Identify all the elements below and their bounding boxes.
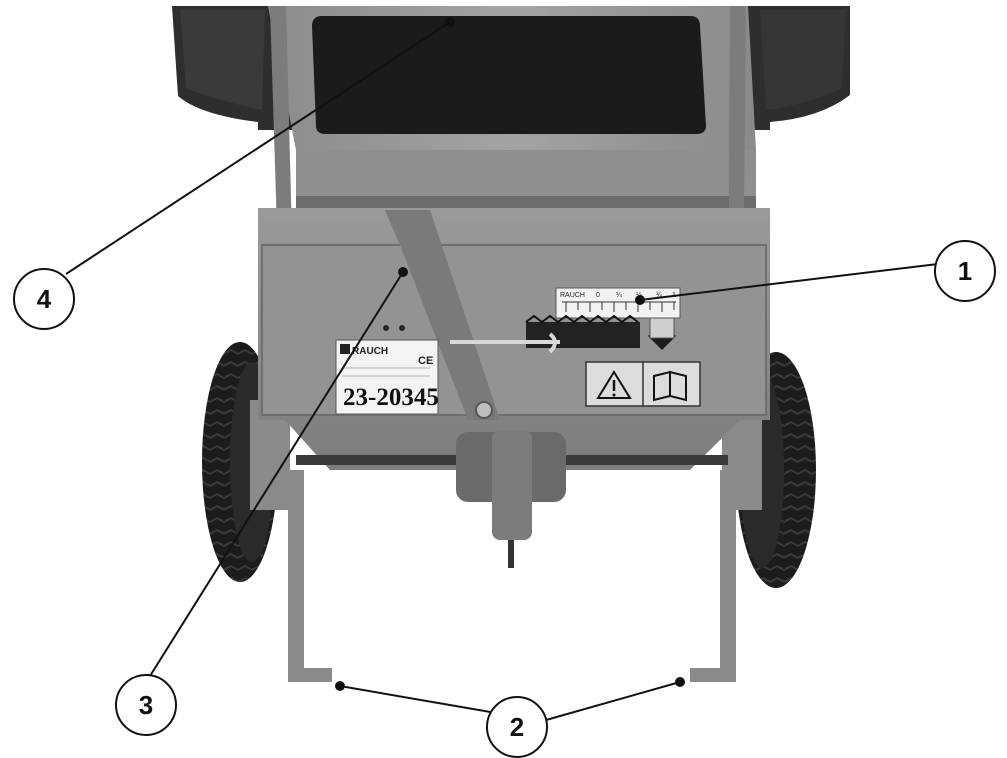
safety-stickers xyxy=(585,361,701,407)
plate-brand-label: RAUCH xyxy=(352,346,388,357)
scale-tick-label: ¼ xyxy=(616,292,622,299)
callout-2: 2 xyxy=(486,696,548,758)
callout-3: 3 xyxy=(115,674,177,736)
serial-number: 23-20345 xyxy=(343,384,439,411)
scale-tick-label: ½ xyxy=(636,291,642,299)
callout-1: 1 xyxy=(934,240,996,302)
callout-label: 2 xyxy=(510,712,524,742)
callout-label: 1 xyxy=(958,256,972,286)
drive-axle xyxy=(296,430,728,568)
support-feet xyxy=(288,470,736,682)
dosing-lever xyxy=(450,314,676,354)
warning-triangle-icon xyxy=(596,370,632,399)
open-book-icon xyxy=(653,370,687,402)
callout-4: 4 xyxy=(13,268,75,330)
callout-label: 3 xyxy=(139,690,153,720)
type-plate: RAUCH CE 23-20345 xyxy=(335,339,439,415)
callout-leaders xyxy=(65,17,939,721)
scale-tick-label: ¾ xyxy=(656,292,662,299)
dosing-scale: RAUCH 0 ¼ ½ ¾ 1 xyxy=(555,287,681,319)
ce-mark: CE xyxy=(418,355,433,367)
scale-tick-label: 0 xyxy=(596,292,600,299)
push-handle-frame xyxy=(268,6,756,208)
callout-label: 4 xyxy=(37,284,52,314)
scale-brand-label: RAUCH xyxy=(560,292,585,299)
